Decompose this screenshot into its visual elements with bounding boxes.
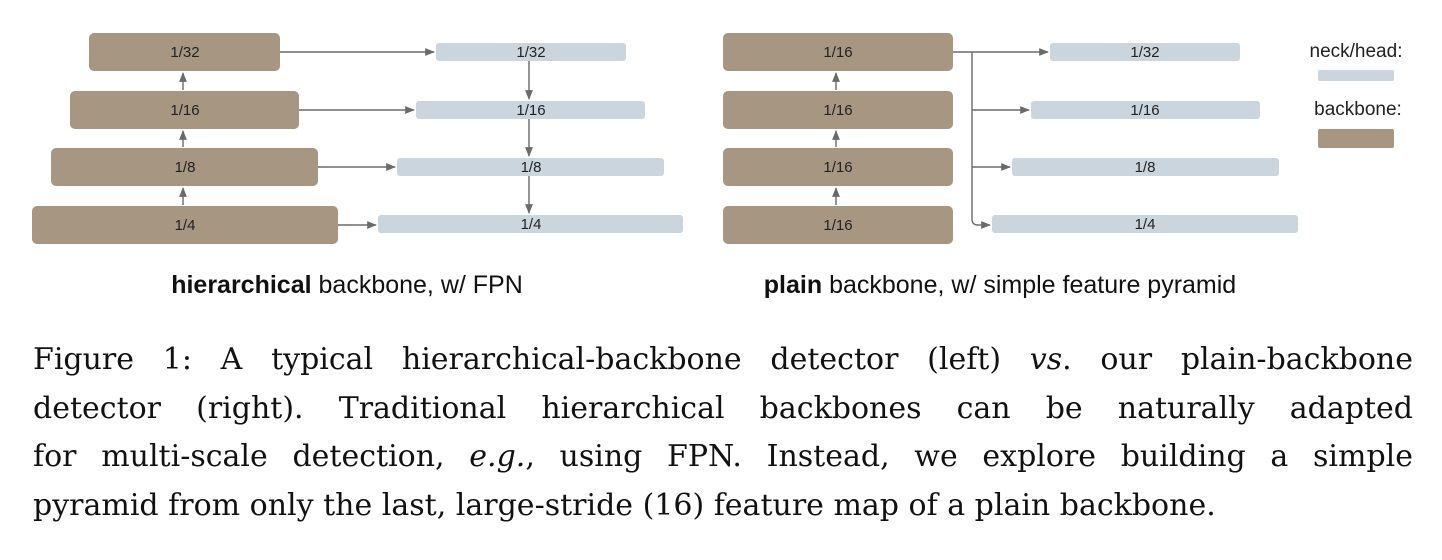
right-backbone-label: 1/16	[823, 44, 852, 61]
figure-caption: Figure 1: A typical hierarchical-backbon…	[33, 336, 1413, 530]
right-neck-block-1-8	[1012, 158, 1279, 176]
left-neck-label: 1/32	[516, 44, 545, 61]
left-neck-block-1-8	[397, 158, 664, 176]
right-neck-block-1-32	[1050, 43, 1240, 61]
caption-line: detector (right). Traditional hierarchic…	[33, 390, 1413, 426]
left-neck-label: 1/16	[516, 102, 545, 119]
legend: neck/head: backbone:	[1310, 41, 1403, 148]
left-subtitle: hierarchical backbone, w/ FPN	[171, 271, 523, 299]
architecture-diagram: 1/32 1/16 1/8 1/4 1/32 1/16 1/8 1/4 hier…	[32, 33, 1403, 299]
right-backbone-label: 1/16	[823, 217, 852, 234]
left-panel: 1/32 1/16 1/8 1/4 1/32 1/16 1/8 1/4 hier…	[32, 33, 683, 299]
legend-neck-swatch	[1318, 70, 1394, 81]
right-branch-trunk	[971, 52, 979, 226]
left-neck-block-1-4	[378, 215, 683, 233]
right-neck-label: 1/16	[1130, 102, 1159, 119]
right-backbone-label: 1/16	[823, 159, 852, 176]
left-backbone-block-1-16	[70, 91, 299, 129]
left-backbone-label: 1/16	[170, 102, 199, 119]
right-subtitle: plain backbone, w/ simple feature pyrami…	[764, 271, 1236, 299]
right-neck-block-1-4	[992, 215, 1298, 233]
left-neck-block-1-16	[416, 101, 645, 119]
legend-backbone-label: backbone:	[1314, 99, 1402, 120]
legend-neck-label: neck/head:	[1310, 41, 1403, 62]
left-backbone-block-1-8	[51, 148, 318, 186]
left-backbone-block-1-32	[89, 33, 280, 71]
right-neck-label: 1/32	[1130, 44, 1159, 61]
right-backbone-block	[723, 91, 953, 129]
left-backbone-label: 1/32	[170, 44, 199, 61]
right-panel: 1/16 1/16 1/16 1/16 1/32 1/16 1/8 1/4 pl…	[723, 33, 1298, 299]
right-neck-label: 1/8	[1135, 159, 1156, 176]
left-neck-block-1-32	[436, 43, 626, 61]
left-backbone-label: 1/8	[175, 159, 196, 176]
right-backbone-label: 1/16	[823, 102, 852, 119]
caption-line: pyramid from only the last, large-stride…	[33, 487, 1216, 523]
left-backbone-label: 1/4	[175, 217, 196, 234]
right-backbone-block	[723, 206, 953, 244]
left-neck-label: 1/8	[521, 159, 542, 176]
caption-line: Figure 1: A typical hierarchical-backbon…	[33, 342, 1413, 377]
caption-line: for multi-scale detection, e.g., using F…	[33, 439, 1413, 474]
legend-backbone-swatch	[1318, 129, 1394, 148]
left-neck-label: 1/4	[521, 216, 542, 233]
left-backbone-block-1-4	[32, 206, 338, 244]
right-backbone-block	[723, 33, 953, 71]
right-neck-label: 1/4	[1135, 216, 1156, 233]
right-neck-block-1-16	[1031, 101, 1260, 119]
right-backbone-block	[723, 148, 953, 186]
